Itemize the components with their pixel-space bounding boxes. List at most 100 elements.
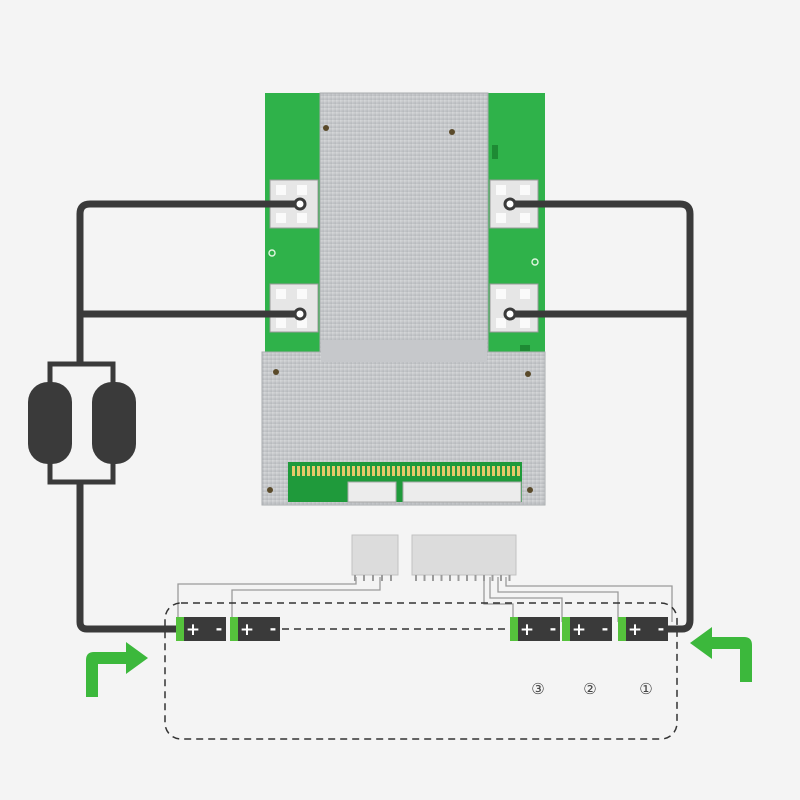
connector-pin	[402, 466, 405, 476]
mounting-hole	[267, 487, 273, 493]
plug-pins	[354, 575, 511, 581]
connector-pins	[292, 466, 520, 476]
connector-pin	[447, 466, 450, 476]
heatsink-upper	[319, 92, 489, 361]
balance-plugs	[351, 534, 517, 581]
pcb-marking	[520, 345, 530, 351]
cell-positive-terminal	[510, 617, 518, 641]
balance-plug-small	[351, 534, 399, 576]
connector-pin	[487, 466, 490, 476]
plug-pin	[449, 575, 451, 581]
connector-pin	[477, 466, 480, 476]
cell-plus-sign: +	[520, 620, 534, 640]
plug-pin	[440, 575, 443, 581]
connector-pin	[292, 466, 295, 476]
plug-pin	[466, 575, 468, 581]
solder-pad-right-bottom	[489, 283, 539, 333]
cell-body	[618, 617, 668, 641]
connector-pin	[327, 466, 330, 476]
battery-cell-icon: +-	[176, 617, 226, 641]
connector-pin	[507, 466, 510, 476]
connector-pin	[517, 466, 520, 476]
cell-plus-sign: +	[186, 620, 200, 640]
connector-pin	[502, 466, 505, 476]
plug-pin	[372, 575, 374, 581]
connector-pin	[387, 466, 390, 476]
cell-number-label: ③	[531, 680, 544, 698]
connector-pin	[297, 466, 300, 476]
plug-pin	[363, 575, 365, 581]
cell-minus-sign: -	[550, 619, 557, 638]
arrow-in-left	[86, 642, 148, 697]
wire-right-top	[506, 200, 694, 633]
connector-pin	[412, 466, 415, 476]
connector-pin	[437, 466, 440, 476]
plug-pin	[457, 575, 460, 581]
bms-board	[261, 92, 546, 506]
battery-cell-icon: +-①	[618, 617, 668, 698]
plug-pin	[390, 575, 392, 581]
cell-positive-terminal	[562, 617, 570, 641]
cell-positive-terminal	[618, 617, 626, 641]
balance-wire	[231, 577, 381, 622]
cell-number-label: ②	[583, 680, 596, 698]
connector-pin	[382, 466, 385, 476]
plug-pin	[354, 575, 356, 581]
connector-pin	[372, 466, 375, 476]
connector-pin	[472, 466, 475, 476]
balance-connector-small	[347, 481, 397, 503]
connector-pin	[467, 466, 470, 476]
cell-plus-sign: +	[240, 620, 254, 640]
cell-body	[562, 617, 612, 641]
cell-minus-sign: -	[602, 619, 609, 638]
balance-wire	[497, 577, 619, 622]
connector-pin	[432, 466, 435, 476]
connector-pin	[302, 466, 305, 476]
pcb-marking	[268, 249, 276, 257]
connector-pin	[312, 466, 315, 476]
pcb-marking	[492, 145, 498, 159]
connector-pin	[497, 466, 500, 476]
arrow-in-right	[690, 627, 752, 682]
battery-cell-icon: +- ③	[510, 617, 560, 698]
connector-pin	[492, 466, 495, 476]
cell-positive-terminal	[176, 617, 184, 641]
balance-wire	[505, 577, 673, 622]
wire-terminal	[503, 197, 517, 211]
connector-pin	[342, 466, 345, 476]
connector-pin	[482, 466, 485, 476]
connector-pin	[462, 466, 465, 476]
plug-pin	[381, 575, 383, 581]
connector-pin	[332, 466, 335, 476]
mounting-hole	[323, 125, 329, 131]
plug-pin	[508, 575, 511, 581]
plug-pin	[500, 575, 502, 581]
balance-wire	[483, 577, 514, 622]
mounting-hole	[527, 487, 533, 493]
balance-connector-large	[402, 481, 522, 503]
connector-pin	[457, 466, 460, 476]
plug-pin	[415, 575, 417, 581]
cell-plus-sign: +	[628, 620, 642, 640]
connector-pin	[357, 466, 360, 476]
plug-pin	[432, 575, 434, 581]
connector-pin	[347, 466, 350, 476]
mounting-hole	[525, 371, 531, 377]
balance-wire	[177, 577, 357, 622]
plug-pin	[474, 575, 477, 581]
battery-cells: +-+-+-③+-②+-①	[176, 617, 668, 698]
mounting-hole	[273, 369, 279, 375]
connector-pin	[397, 466, 400, 476]
connector-pin	[317, 466, 320, 476]
balance-plug-large	[411, 534, 517, 576]
connector-pin	[452, 466, 455, 476]
connector-pin	[337, 466, 340, 476]
wire-terminal	[293, 307, 307, 321]
connector-pin	[427, 466, 430, 476]
connector-pin	[352, 466, 355, 476]
connector-pin	[362, 466, 365, 476]
connector-pin	[417, 466, 420, 476]
balance-wires	[177, 577, 673, 622]
